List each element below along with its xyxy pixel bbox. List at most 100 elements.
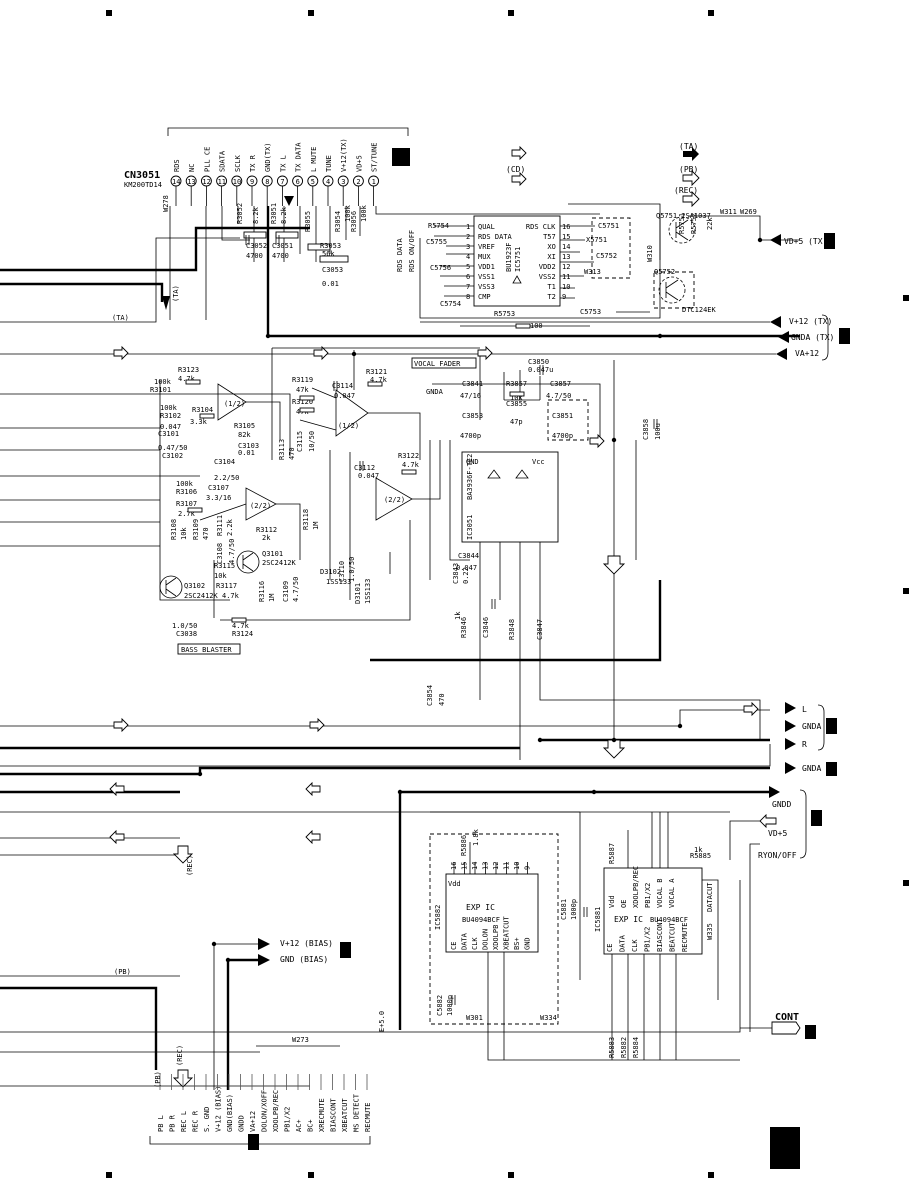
exp2-pin-name: BIASCONT xyxy=(656,917,664,952)
component-label: 0.22 xyxy=(462,567,470,584)
component-label: 0.047 xyxy=(334,392,355,400)
component-label: 10k xyxy=(510,394,523,402)
component-label: 10k xyxy=(214,572,227,580)
exp1-pin-name: DOLON xyxy=(482,929,490,950)
junction-dot xyxy=(225,957,231,963)
component-label: R3104 xyxy=(192,406,213,414)
connector-pin-num: 11 xyxy=(218,178,226,186)
component-label: C5882 xyxy=(436,995,444,1016)
component-label: 47/16 xyxy=(460,392,481,400)
bottom-pin-name: XRECMUTE xyxy=(318,1098,326,1132)
connector-pin-num: 14 xyxy=(172,178,180,186)
connector-pin-name: TX DATA xyxy=(295,142,303,172)
component-label: R5751 xyxy=(678,213,686,234)
exp1-pin-name: DATA xyxy=(461,932,469,950)
connector-pin-name: TX R xyxy=(249,154,257,172)
component-label: R3123 xyxy=(178,366,199,374)
resistor-symbol xyxy=(185,379,201,385)
junction-dot xyxy=(757,237,763,243)
connector-pin-num: 2 xyxy=(356,178,360,186)
rds-pin-name: XI xyxy=(547,253,555,261)
component-label: R3054 xyxy=(334,211,342,232)
connector-pin-name: V+12(TX) xyxy=(340,138,348,172)
label-gnda2: GNDA xyxy=(802,764,821,773)
component-label: R3120 xyxy=(292,398,313,406)
label-v12-tx: V+12 (TX) xyxy=(789,317,832,326)
component-label: R3051 xyxy=(270,203,278,224)
exp2-pin-name: PB1/X2 xyxy=(644,883,652,908)
section-markers xyxy=(248,148,850,1150)
exp1-pin-name: CE xyxy=(450,942,458,950)
rds-pin-num: 5 xyxy=(466,263,470,271)
rds-pin-num: 6 xyxy=(466,273,470,281)
q3102-label: Q3102 xyxy=(184,582,205,590)
fader-gnd: GND xyxy=(466,458,479,466)
component-label: 4.7/50 xyxy=(292,577,300,602)
bottom-pin-name: XDOLPB/REC xyxy=(272,1090,280,1132)
exp1-pin-name: GND xyxy=(524,937,532,950)
component-label: 100u xyxy=(654,423,662,440)
connector-pin-num: 6 xyxy=(296,178,300,186)
rds-pin-num: 14 xyxy=(562,243,570,251)
rds-pin-name: VSS1 xyxy=(478,273,495,281)
signal-tags: (TA) (TA) (REC) (PB) (REC) (PB) E+5.0 Q5… xyxy=(112,212,717,1088)
exp2-title: EXP IC xyxy=(614,915,643,924)
exp1-pin-name: CLK xyxy=(471,937,479,950)
component-label: R3055 xyxy=(304,211,312,232)
connector-pin-num: 8 xyxy=(265,178,269,186)
bottom-pin-name: AC+ xyxy=(295,1119,303,1132)
junction-dot xyxy=(197,771,203,777)
component-label: 100 xyxy=(530,322,543,330)
component-label: C3038 xyxy=(176,630,197,638)
rds-pin-num: 4 xyxy=(466,253,470,261)
component-label: W334 xyxy=(540,1014,557,1022)
component-label: 1SS133 xyxy=(364,579,372,604)
junction-dot xyxy=(677,723,683,729)
component-label: W278 xyxy=(162,195,170,212)
component-label: 8.2k xyxy=(252,206,260,224)
bottom-pin-name: REC L xyxy=(180,1111,188,1132)
component-label: 100k xyxy=(344,204,352,222)
arrow-legend: (CD) (TA) (PB) (REC) xyxy=(506,142,700,208)
component-label: 0.01 xyxy=(238,449,255,457)
component-label: W335 xyxy=(706,923,714,940)
component-label: R3118 xyxy=(302,509,310,530)
component-label: C5754 xyxy=(440,300,461,308)
exp2-pin-name: VOCAL B xyxy=(656,878,664,908)
junction-dot xyxy=(265,333,271,339)
connector-pin-name: L MUTE xyxy=(310,147,318,172)
bottom-pin-name: PB L xyxy=(157,1115,165,1132)
exp1-vdd: Vdd xyxy=(448,880,461,888)
exp2-pin-name: Vdd xyxy=(608,895,616,908)
exp2-pin-name: OE xyxy=(620,900,628,908)
component-label: W301 xyxy=(466,1014,483,1022)
bottom-pin-name: GND(BIAS) xyxy=(226,1094,234,1132)
resistor-symbol xyxy=(299,407,315,413)
rds-ic-ref: IC5751 xyxy=(514,247,522,272)
component-label: C3844 xyxy=(458,552,479,560)
component-label: R5882 xyxy=(620,1037,628,1058)
component-label: 2k xyxy=(262,534,271,542)
component-label: 1k xyxy=(454,611,462,620)
opamp-c-label: (2/2) xyxy=(250,502,271,510)
label-gnda: GNDA xyxy=(802,722,821,731)
component-label: C3108 xyxy=(216,543,224,564)
rds-pin-name: MUX xyxy=(478,253,491,261)
exp2-ref: IC5881 xyxy=(594,907,602,932)
label-r: R xyxy=(802,740,807,749)
connector-pin-num: 3 xyxy=(341,178,345,186)
component-label: 2.2k xyxy=(226,518,234,536)
component-label: C3841 xyxy=(462,380,483,388)
connector-pin-num: 1 xyxy=(372,178,376,186)
component-label: R3107 xyxy=(176,500,197,508)
connector-pin-name: GND(TX) xyxy=(264,142,272,172)
component-label: 0.047 xyxy=(456,564,477,572)
rds-pin-name: VREF xyxy=(478,243,495,251)
component-label: R5754 xyxy=(428,222,449,230)
component-label: 4700 xyxy=(272,252,289,260)
exp2-pin-name: CLK xyxy=(631,939,639,952)
connector-pin-name: VD+5 xyxy=(355,155,363,172)
connector-pin-num: 12 xyxy=(202,178,210,186)
